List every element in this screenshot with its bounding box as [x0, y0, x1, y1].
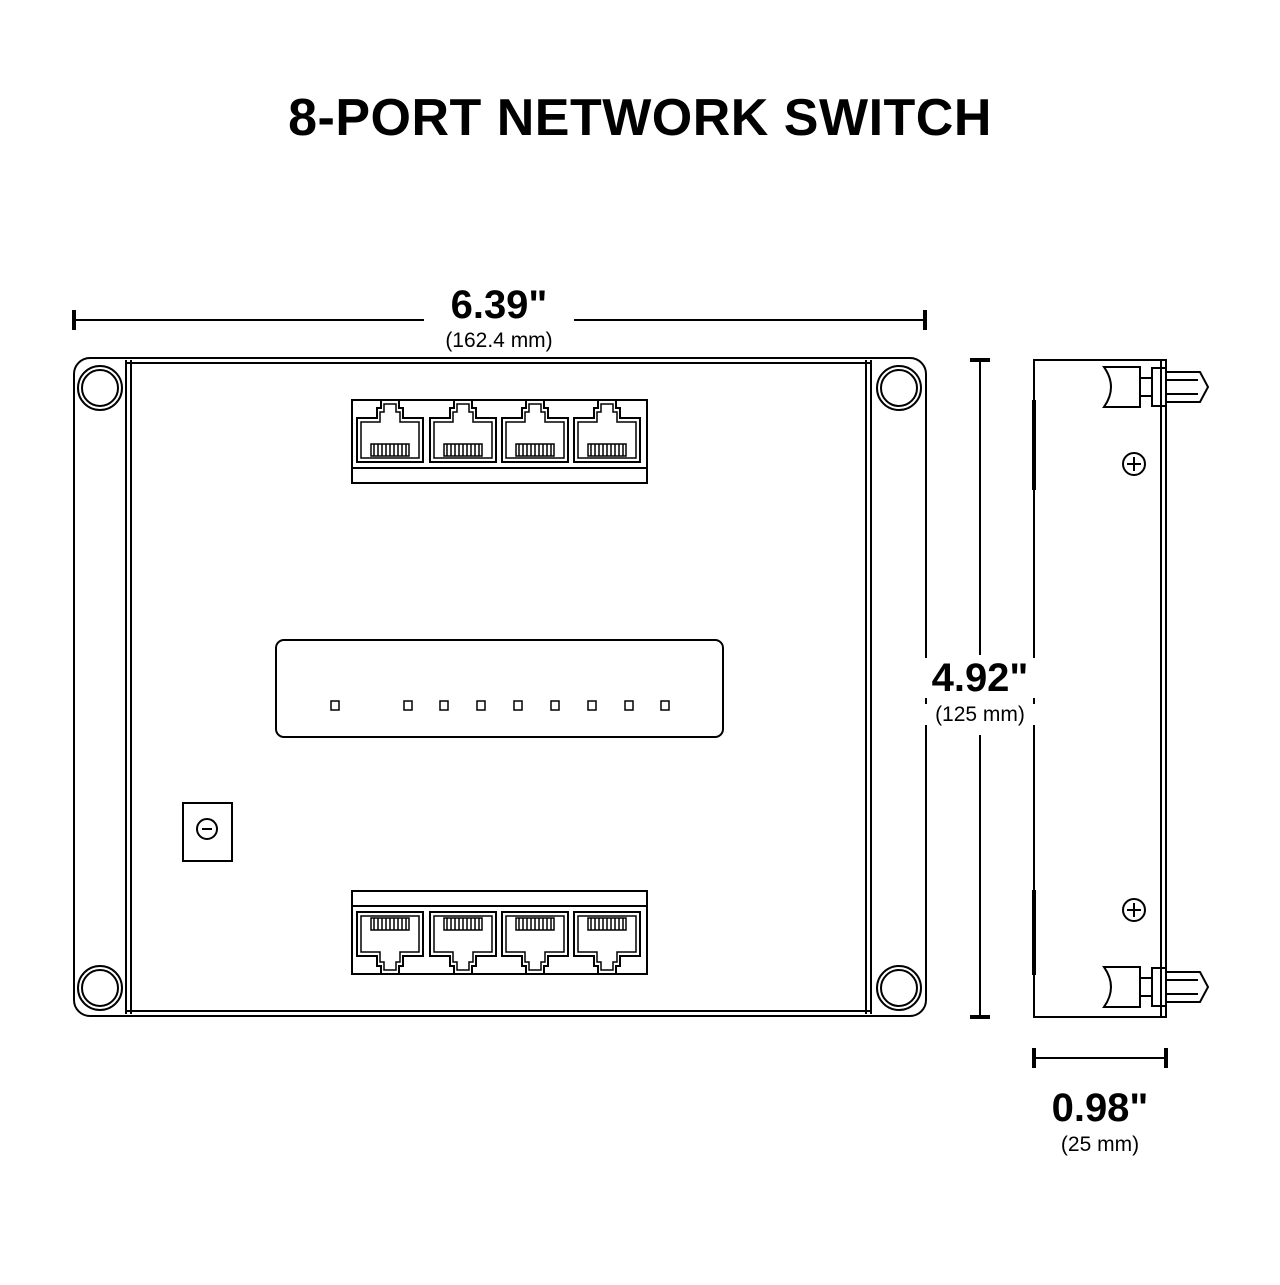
- top-port-2: [429, 399, 497, 463]
- led-indicator-4: [476, 700, 486, 711]
- mounting-hole-top-left: [77, 365, 123, 411]
- side-view: [1032, 359, 1210, 1018]
- bottom-port-1: [356, 911, 424, 975]
- depth-dimension-line: [1032, 1048, 1168, 1068]
- led-panel: [275, 639, 724, 738]
- enclosure-outline: [73, 357, 927, 1017]
- width-dimension-line: [72, 310, 927, 330]
- top-port-block: [351, 399, 648, 484]
- top-port-4: [573, 399, 641, 463]
- page-title: 8-PORT NETWORK SWITCH: [288, 89, 992, 147]
- depth-dimension-metric: (25 mm): [1030, 1134, 1170, 1155]
- bottom-port-4: [573, 911, 641, 975]
- led-indicator-8: [624, 700, 634, 711]
- height-dimension-line: [970, 358, 990, 1019]
- bottom-port-3: [501, 911, 569, 975]
- led-indicator-5: [513, 700, 523, 711]
- bottom-port-2: [429, 911, 497, 975]
- width-dimension-value: 6.39": [424, 285, 574, 325]
- height-dimension-value: 4.92": [915, 658, 1045, 698]
- power-jack: [182, 802, 233, 862]
- top-port-1: [356, 399, 424, 463]
- led-indicator-6: [550, 700, 560, 711]
- mounting-post-top: [1102, 366, 1210, 408]
- mounting-hole-bottom-left: [77, 965, 123, 1011]
- led-indicator-2: [403, 700, 413, 711]
- led-indicator-3: [439, 700, 449, 711]
- mounting-hole-bottom-right: [876, 965, 922, 1011]
- depth-dimension-value: 0.98": [1030, 1088, 1170, 1128]
- screw-icon-top: [1122, 452, 1146, 476]
- led-indicator-1: [330, 700, 340, 711]
- front-view: [73, 357, 927, 1017]
- screw-icon-bottom: [1122, 898, 1146, 922]
- width-dimension-metric: (162.4 mm): [424, 330, 574, 351]
- side-enclosure: [1033, 359, 1167, 1018]
- mounting-hole-top-right: [876, 365, 922, 411]
- top-port-3: [501, 399, 569, 463]
- height-dimension-metric: (125 mm): [915, 704, 1045, 725]
- bottom-port-block: [351, 890, 648, 975]
- led-indicator-9: [660, 700, 670, 711]
- led-indicator-7: [587, 700, 597, 711]
- mounting-post-bottom: [1102, 966, 1210, 1008]
